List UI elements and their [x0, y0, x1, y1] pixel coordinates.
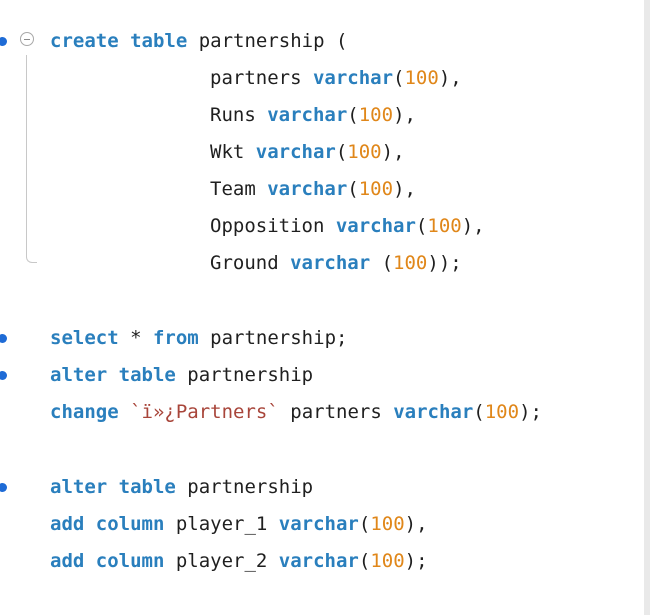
code-line[interactable]: Ground varchar (100));	[0, 249, 650, 277]
token-identifier: (	[347, 104, 359, 126]
token-identifier: (	[358, 550, 371, 572]
token-identifier: ),	[461, 215, 485, 237]
token-keyword: varchar	[267, 178, 348, 200]
token-keyword: varchar	[290, 252, 371, 274]
token-identifier: );	[519, 401, 542, 423]
token-keyword: varchar	[312, 67, 394, 89]
code-text: Ground varchar (100));	[210, 249, 462, 277]
code-text: add column player_2 varchar(100);	[50, 547, 428, 575]
code-line[interactable]: Team varchar(100),	[0, 175, 650, 203]
statement-marker-icon	[0, 483, 7, 492]
token-identifier: ),	[404, 513, 428, 535]
code-line[interactable]: Runs varchar(100),	[0, 101, 650, 129]
code-text: change `ï»¿Partners` partners varchar(10…	[50, 398, 542, 426]
token-keyword: varchar	[278, 550, 359, 572]
token-number: 100	[370, 513, 405, 535]
code-text: Team varchar(100),	[210, 175, 416, 203]
statement-marker-icon	[0, 371, 7, 380]
token-identifier: ));	[427, 252, 462, 274]
token-number: 100	[427, 215, 462, 237]
fold-region-line	[26, 55, 37, 263]
code-text: partners varchar(100),	[210, 64, 462, 92]
token-keyword: add column	[50, 513, 165, 535]
token-identifier: Opposition	[210, 215, 336, 237]
code-text: alter table partnership	[50, 361, 313, 389]
token-keyword: change	[50, 401, 119, 423]
token-identifier: (	[358, 513, 371, 535]
code-line[interactable]: partners varchar(100),	[0, 64, 650, 92]
code-line[interactable]: add column player_1 varchar(100),	[0, 510, 650, 538]
code-line[interactable]: Opposition varchar(100),	[0, 212, 650, 240]
code-text: Runs varchar(100),	[210, 101, 416, 129]
token-identifier: Ground	[210, 252, 291, 274]
token-identifier: partners	[278, 401, 394, 423]
token-keyword: add column	[50, 550, 165, 572]
token-identifier: player_2	[164, 550, 279, 572]
token-keyword: varchar	[255, 141, 336, 163]
token-identifier: partnership	[175, 364, 314, 386]
token-keyword: select	[50, 327, 119, 349]
code-line[interactable]: select * from partnership;	[0, 324, 650, 352]
token-identifier	[119, 401, 130, 423]
code-line[interactable]: alter table partnership	[0, 361, 650, 389]
code-line[interactable]: alter table partnership	[0, 473, 650, 501]
token-keyword: varchar	[267, 104, 348, 126]
code-text: Opposition varchar(100),	[210, 212, 485, 240]
token-number: 100	[358, 104, 394, 126]
token-identifier: partners	[210, 67, 313, 89]
fold-collapse-icon[interactable]	[20, 32, 34, 46]
token-keyword: from	[152, 327, 199, 349]
token-string: `ï»¿Partners`	[130, 401, 279, 423]
token-identifier: Team	[210, 178, 268, 200]
code-line[interactable]: create table partnership (	[0, 27, 650, 55]
token-keyword: create table	[50, 30, 188, 52]
statement-marker-icon	[0, 334, 7, 343]
token-identifier: Wkt	[210, 141, 256, 163]
token-number: 100	[370, 550, 405, 572]
scrollbar-track[interactable]	[644, 0, 650, 615]
token-number: 100	[484, 401, 520, 423]
token-identifier: );	[404, 550, 428, 572]
code-line[interactable]: change `ï»¿Partners` partners varchar(10…	[0, 398, 650, 426]
token-identifier: (	[370, 252, 394, 274]
token-keyword: varchar	[278, 513, 359, 535]
token-identifier: (	[393, 67, 405, 89]
token-identifier: (	[347, 178, 359, 200]
statement-marker-icon	[0, 37, 7, 46]
code-line[interactable]: add column player_2 varchar(100);	[0, 547, 650, 575]
code-text: add column player_1 varchar(100),	[50, 510, 428, 538]
code-line[interactable]: Wkt varchar(100),	[0, 138, 650, 166]
token-identifier: partnership;	[198, 327, 348, 349]
token-identifier: (	[473, 401, 485, 423]
token-number: 100	[404, 67, 439, 89]
token-keyword: alter table	[50, 476, 176, 498]
code-text: select * from partnership;	[50, 324, 347, 352]
code-text: create table partnership (	[50, 27, 347, 55]
token-keyword: varchar	[393, 401, 474, 423]
token-identifier: ),	[438, 67, 462, 89]
code-text: alter table partnership	[50, 473, 313, 501]
token-identifier: player_1	[164, 513, 279, 535]
token-identifier: Runs	[210, 104, 268, 126]
token-identifier: *	[118, 327, 153, 349]
code-text: Wkt varchar(100),	[210, 138, 405, 166]
token-number: 100	[393, 252, 428, 274]
token-keyword: alter table	[50, 364, 176, 386]
token-identifier: ),	[381, 141, 405, 163]
token-identifier: (	[415, 215, 428, 237]
token-identifier: partnership (	[187, 30, 348, 52]
token-identifier: ),	[393, 178, 416, 200]
token-number: 100	[347, 141, 382, 163]
token-number: 100	[358, 178, 394, 200]
token-keyword: varchar	[335, 215, 416, 237]
token-identifier: (	[335, 141, 348, 163]
token-identifier: ),	[393, 104, 416, 126]
token-identifier: partnership	[175, 476, 314, 498]
